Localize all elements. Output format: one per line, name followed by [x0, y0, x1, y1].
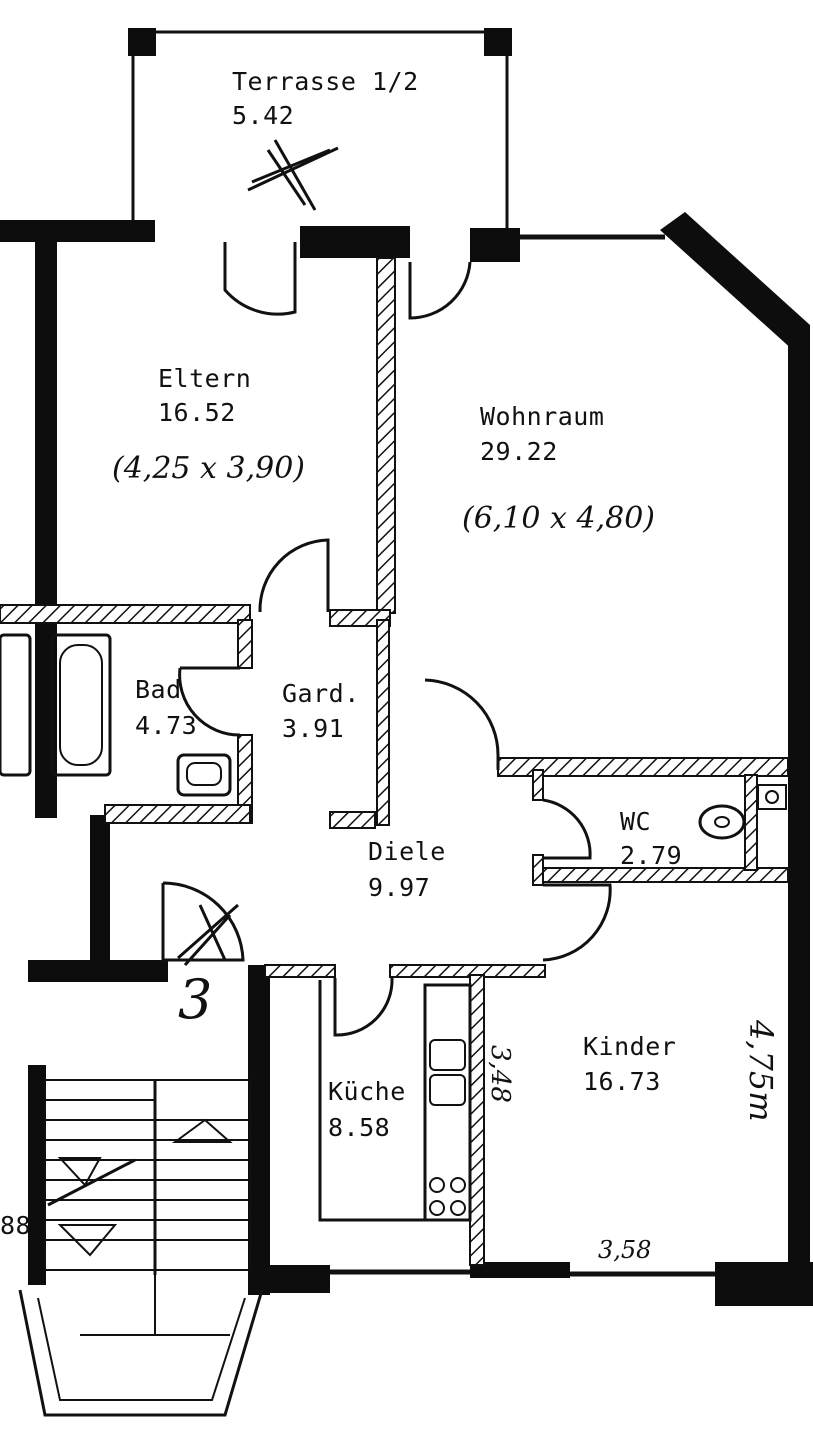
terrasse-area: 5.42 — [232, 101, 294, 130]
gard-label: Gard. — [282, 679, 360, 708]
interior-partitions — [0, 257, 789, 1266]
staircase — [44, 1079, 251, 1336]
eltern-dims: (4,25 x 3,90) — [112, 451, 305, 486]
toilet-icon — [698, 804, 746, 840]
wc-area: 2.79 — [620, 841, 682, 870]
entrance-cross-mark — [177, 903, 239, 967]
kueche-label: Küche — [328, 1077, 406, 1106]
wohnraum-label: Wohnraum — [480, 402, 604, 431]
bathtub-left-icon — [0, 633, 32, 777]
eltern-area: 16.52 — [158, 398, 236, 427]
kinder-label: Kinder — [583, 1032, 676, 1061]
bathtub-icon — [50, 633, 112, 777]
wohnraum-area: 29.22 — [480, 437, 558, 466]
unit-number: 3 — [178, 968, 212, 1031]
bad-area: 4.73 — [135, 711, 197, 740]
kinder-length-dimension: 4,75m — [742, 1019, 780, 1122]
kitchen-counter-icon — [423, 983, 472, 1222]
kinder-width-dimension: 3,58 — [598, 1236, 651, 1264]
wc-label: WC — [620, 807, 651, 836]
kinder-area: 16.73 — [583, 1067, 661, 1096]
terrace-cross-mark — [247, 139, 339, 211]
eltern-label: Eltern — [158, 364, 251, 393]
diele-area: 9.97 — [368, 873, 430, 902]
diele-label: Diele — [368, 837, 446, 866]
door-swings — [161, 242, 612, 1037]
gard-area: 3.91 — [282, 714, 344, 743]
stair-landing-bay — [18, 1289, 264, 1417]
terrasse-label: Terrasse 1/2 — [232, 67, 419, 96]
wc-sink-icon — [757, 784, 787, 810]
bad-label: Bad — [135, 675, 182, 704]
left-edge-fragment: 88 — [0, 1211, 31, 1240]
kitchen-dimension: 3,48 — [485, 1045, 515, 1103]
washbasin-icon — [176, 753, 232, 797]
wohnraum-dims: (6,10 x 4,80) — [462, 501, 655, 536]
kueche-area: 8.58 — [328, 1113, 390, 1142]
terrace-outline — [128, 28, 512, 232]
kitchen-wall-outline — [318, 980, 425, 1222]
